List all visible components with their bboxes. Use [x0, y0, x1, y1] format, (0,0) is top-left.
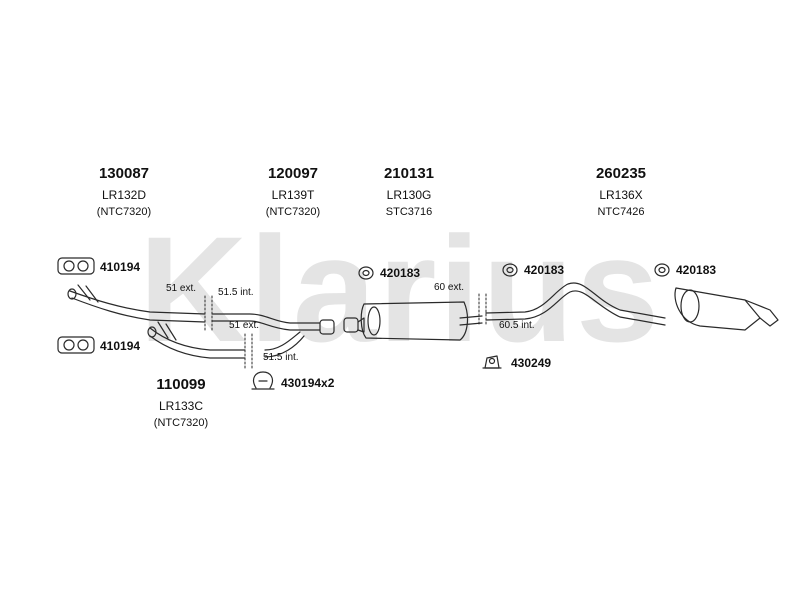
section-ref: (NTC7320) — [96, 206, 152, 218]
hanger-icon — [482, 355, 502, 369]
gasket-lower-icon — [57, 336, 95, 354]
section-code: LR133C — [158, 399, 204, 413]
clamp-icon — [251, 371, 275, 390]
rear-silencer — [674, 287, 779, 331]
mid-pipe — [485, 282, 666, 326]
section-number: 120097 — [267, 165, 319, 182]
lower-downpipe — [147, 321, 246, 359]
section-code: LR132D — [101, 188, 147, 202]
center-silencer — [343, 301, 483, 341]
gasket-upper-icon — [57, 257, 95, 275]
section-code: LR136X — [599, 188, 643, 202]
mount-part-label: 420183 — [380, 266, 421, 280]
mount-part-label: 420183 — [524, 263, 565, 277]
mount-part-label: 420183 — [676, 263, 717, 277]
section-ref: NTC7426 — [597, 206, 645, 218]
section-number: 110099 — [156, 376, 206, 393]
dimension-label: 51.5 int. — [263, 352, 299, 363]
dimension-label: 60.5 int. — [499, 320, 535, 331]
dimension-label: 51 ext. — [229, 320, 260, 331]
hanger-part-label: 430249 — [511, 356, 552, 370]
gasket-part-label: 410194 — [100, 260, 141, 274]
section-number: 210131 — [383, 165, 435, 182]
mount-rear-icon — [654, 263, 670, 277]
clamp-part-label: 430194x2 — [281, 376, 335, 390]
section-number: 260235 — [595, 165, 647, 182]
upper-downpipe — [67, 284, 206, 323]
section-ref: (NTC7320) — [153, 417, 209, 429]
mount-center-icon — [358, 266, 374, 280]
dimension-label: 60 ext. — [434, 282, 465, 293]
mount-mid-icon — [502, 263, 518, 277]
dimension-label: 51.5 int. — [218, 287, 254, 298]
gasket-part-label: 410194 — [100, 339, 141, 353]
section-ref: (NTC7320) — [265, 206, 321, 218]
front-y-pipe — [211, 313, 335, 358]
section-number: 130087 — [98, 165, 150, 182]
section-code: LR139T — [271, 188, 315, 202]
section-ref: STC3716 — [385, 206, 433, 218]
section-code: LR130G — [386, 188, 432, 202]
dimension-label: 51 ext. — [166, 283, 197, 294]
